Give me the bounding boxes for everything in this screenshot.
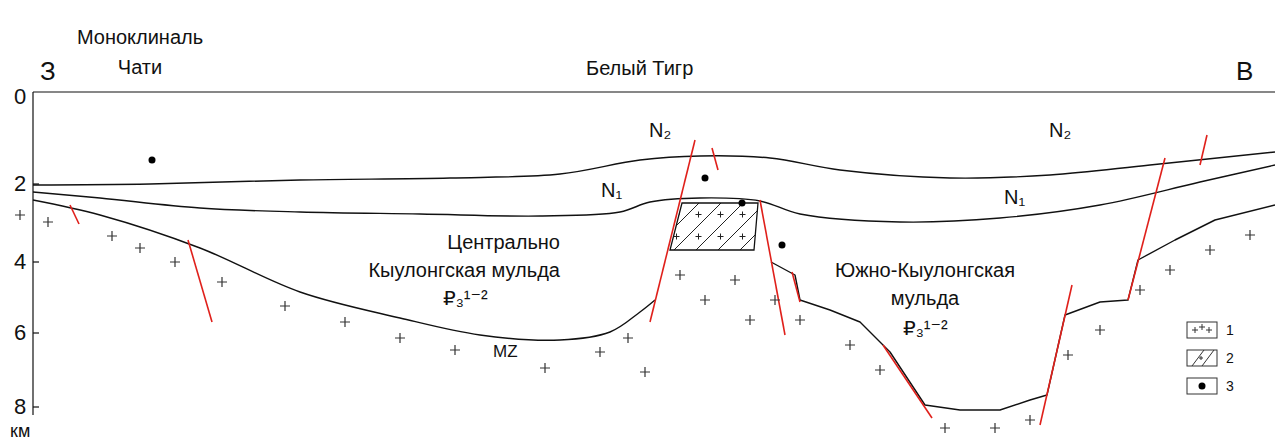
- basement-cross: [730, 275, 740, 285]
- basement-cross: [640, 367, 650, 377]
- fault-line: [883, 345, 932, 418]
- legend-swatch: [1186, 376, 1218, 396]
- legend-item: 3: [1186, 376, 1234, 396]
- swatch-frame: [1187, 378, 1217, 394]
- fault-line: [70, 205, 79, 224]
- n2-base-boundary: [33, 152, 1275, 185]
- swatch-cross: [1199, 356, 1203, 360]
- basement-cross: [540, 363, 550, 373]
- depth-value: 0: [14, 84, 26, 110]
- layer-index: N₂: [1049, 118, 1071, 142]
- basement-cross: [623, 333, 633, 343]
- depth-value: 6: [14, 320, 26, 346]
- basement-cross: [340, 317, 350, 327]
- fault-line: [792, 272, 800, 302]
- field-name: Белый Тигр: [586, 56, 693, 80]
- layer-index: N₁: [1004, 185, 1025, 209]
- legend-item: 2: [1186, 348, 1234, 368]
- layer-index: ₽₃¹⁻²: [903, 316, 948, 340]
- basement-cross: [990, 423, 1000, 433]
- swatch-hatch: [1192, 350, 1214, 366]
- fault-line: [650, 140, 695, 322]
- legend-swatch: [1186, 348, 1218, 368]
- swatch-frame: [1187, 322, 1217, 338]
- legend-item: 1: [1186, 320, 1234, 340]
- basement-cross: [700, 295, 710, 305]
- n1-base-boundary: [33, 165, 1275, 222]
- basement-cross: [595, 347, 605, 357]
- direction-label: З: [40, 56, 56, 87]
- oil-field-dot: [739, 200, 746, 207]
- swatch-cross: [1199, 324, 1205, 330]
- fault-line: [712, 148, 718, 170]
- legend-label: 2: [1226, 350, 1234, 366]
- sea-level-line: [33, 91, 1275, 92]
- basement-cross: [940, 423, 950, 433]
- fault-line: [1040, 285, 1072, 425]
- swatch-dot: [1199, 383, 1206, 390]
- basement-cross: [1205, 245, 1215, 255]
- depth-value: 4: [14, 249, 26, 275]
- basement-cross: [675, 270, 685, 280]
- basement-cross: [450, 345, 460, 355]
- oil-field-dot: [779, 242, 786, 249]
- swatch-frame: [1187, 350, 1217, 366]
- oil-field-dot: [149, 157, 156, 164]
- axis-tick: [33, 261, 39, 262]
- axis-tick: [33, 406, 39, 407]
- swatch-cross: [1206, 327, 1212, 333]
- basement-cross: [875, 365, 885, 375]
- basement-surface: [771, 205, 1275, 410]
- basement-cross: [217, 277, 227, 287]
- oil-field-dot: [702, 175, 709, 182]
- fault-line: [1200, 135, 1207, 165]
- basement-cross: [1095, 325, 1105, 335]
- layer-index: N₁: [601, 178, 622, 202]
- basement-cross: [1135, 285, 1145, 295]
- swatch-cross: [1192, 327, 1198, 333]
- legend-label: 3: [1226, 378, 1234, 394]
- direction-label: В: [1236, 56, 1253, 87]
- basement-cross: [170, 257, 180, 267]
- fault-line: [760, 200, 785, 335]
- basin-name: Южно-Кыулонгская мульда: [817, 256, 1033, 312]
- basement-cross: [1025, 415, 1035, 425]
- basement-cross: [15, 210, 25, 220]
- basement-cross: [795, 315, 805, 325]
- basement-cross: [1063, 350, 1073, 360]
- basement-cross: [1245, 230, 1255, 240]
- layer-index: ₽₃¹⁻²: [443, 286, 488, 310]
- legend-label: 1: [1226, 322, 1234, 338]
- basement-cross: [845, 340, 855, 350]
- fault-line: [188, 240, 212, 322]
- legend-swatch: [1186, 320, 1218, 340]
- basement-cross: [770, 295, 780, 305]
- horst-block: [670, 203, 758, 250]
- axis-tick: [33, 332, 39, 333]
- basin-name: Центрально Кыулонгская мульда: [343, 228, 560, 284]
- basement-cross: [280, 301, 290, 311]
- basement-cross: [745, 315, 755, 325]
- depth-value: 8: [14, 394, 26, 420]
- layer-index: N₂: [649, 118, 671, 142]
- depth-value: 2: [14, 171, 26, 197]
- basement-cross: [43, 217, 53, 227]
- structure-name: Моноклиналь Чати: [71, 22, 209, 82]
- layer-index: MZ: [493, 342, 518, 362]
- basement-cross: [395, 333, 405, 343]
- basement-surface: [33, 200, 655, 340]
- depth-axis: [32, 92, 33, 415]
- depth-unit: км: [10, 421, 30, 443]
- fault-line: [1128, 158, 1165, 300]
- basement-cross: [107, 231, 117, 241]
- basement-cross: [135, 243, 145, 253]
- basement-cross: [1165, 265, 1175, 275]
